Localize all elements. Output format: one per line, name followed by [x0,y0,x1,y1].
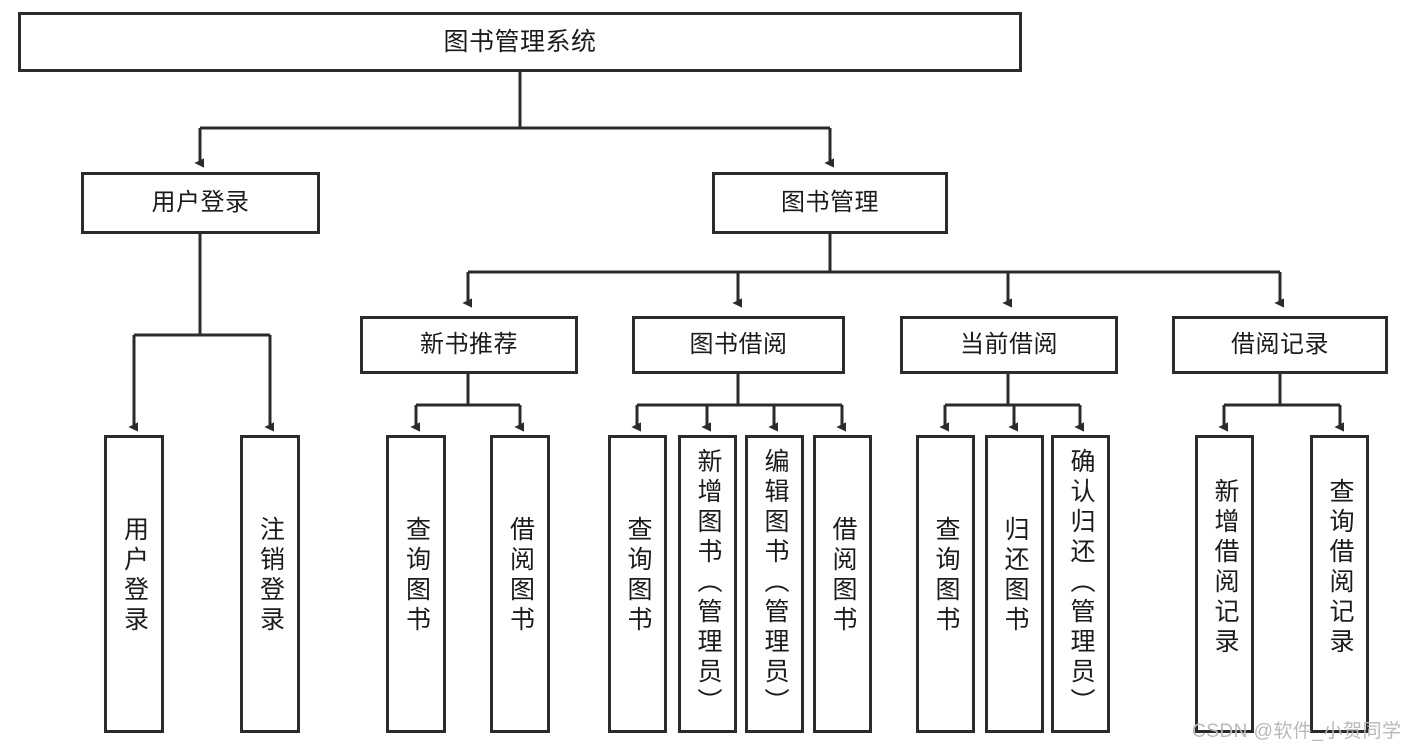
node-current-borrow[interactable]: 当前借阅 [900,316,1118,374]
node-leaf-borrow-book-recommend[interactable]: 借阅图书 [490,435,550,733]
node-label: 查询图书 [624,516,652,636]
node-label: 注销登录 [256,516,285,636]
node-book-management[interactable]: 图书管理 [712,172,948,234]
node-leaf-add-borrow-record[interactable]: 新增借阅记录 [1195,435,1254,733]
node-leaf-query-book-borrow[interactable]: 查询图书 [608,435,667,733]
node-leaf-return-book[interactable]: 归还图书 [985,435,1044,733]
node-label: 图书管理系统 [443,27,597,56]
node-new-book-recommend[interactable]: 新书推荐 [360,316,578,374]
node-label: 用户登录 [151,189,250,217]
node-label: 查询图书 [932,516,960,636]
node-label: 查询图书 [402,516,431,636]
node-leaf-query-book-current[interactable]: 查询图书 [916,435,975,733]
node-label: 新增图书（管理员） [694,448,722,718]
csdn-watermark: CSDN @软件_小贺同学 [1192,721,1402,742]
node-root-book-management-system[interactable]: 图书管理系统 [18,12,1022,72]
node-leaf-user-login[interactable]: 用户登录 [104,435,164,733]
node-label: 用户登录 [120,516,149,636]
node-label: 当前借阅 [960,331,1058,359]
node-leaf-query-book-recommend[interactable]: 查询图书 [386,435,446,733]
node-leaf-add-book-admin[interactable]: 新增图书（管理员） [678,435,737,733]
node-label: 新书推荐 [420,331,518,359]
node-leaf-borrow-book-borrow[interactable]: 借阅图书 [813,435,872,733]
node-book-borrow[interactable]: 图书借阅 [632,316,845,374]
node-label: 借阅图书 [506,516,535,636]
node-label: 查询借阅记录 [1326,478,1354,658]
node-borrow-record[interactable]: 借阅记录 [1172,316,1388,374]
node-leaf-edit-book-admin[interactable]: 编辑图书（管理员） [745,435,804,733]
node-leaf-confirm-return-admin[interactable]: 确认归还（管理员） [1051,435,1110,733]
node-leaf-logout-login[interactable]: 注销登录 [240,435,300,733]
node-label: 借阅记录 [1231,331,1329,359]
node-leaf-query-borrow-record[interactable]: 查询借阅记录 [1310,435,1369,733]
node-label: 图书借阅 [689,331,788,359]
node-user-login[interactable]: 用户登录 [81,172,320,234]
node-label: 新增借阅记录 [1211,478,1239,658]
node-label: 确认归还（管理员） [1067,448,1095,718]
node-label: 借阅图书 [829,516,857,636]
node-label: 编辑图书（管理员） [761,448,789,718]
node-label: 图书管理 [781,189,879,217]
node-label: 归还图书 [1001,516,1029,636]
